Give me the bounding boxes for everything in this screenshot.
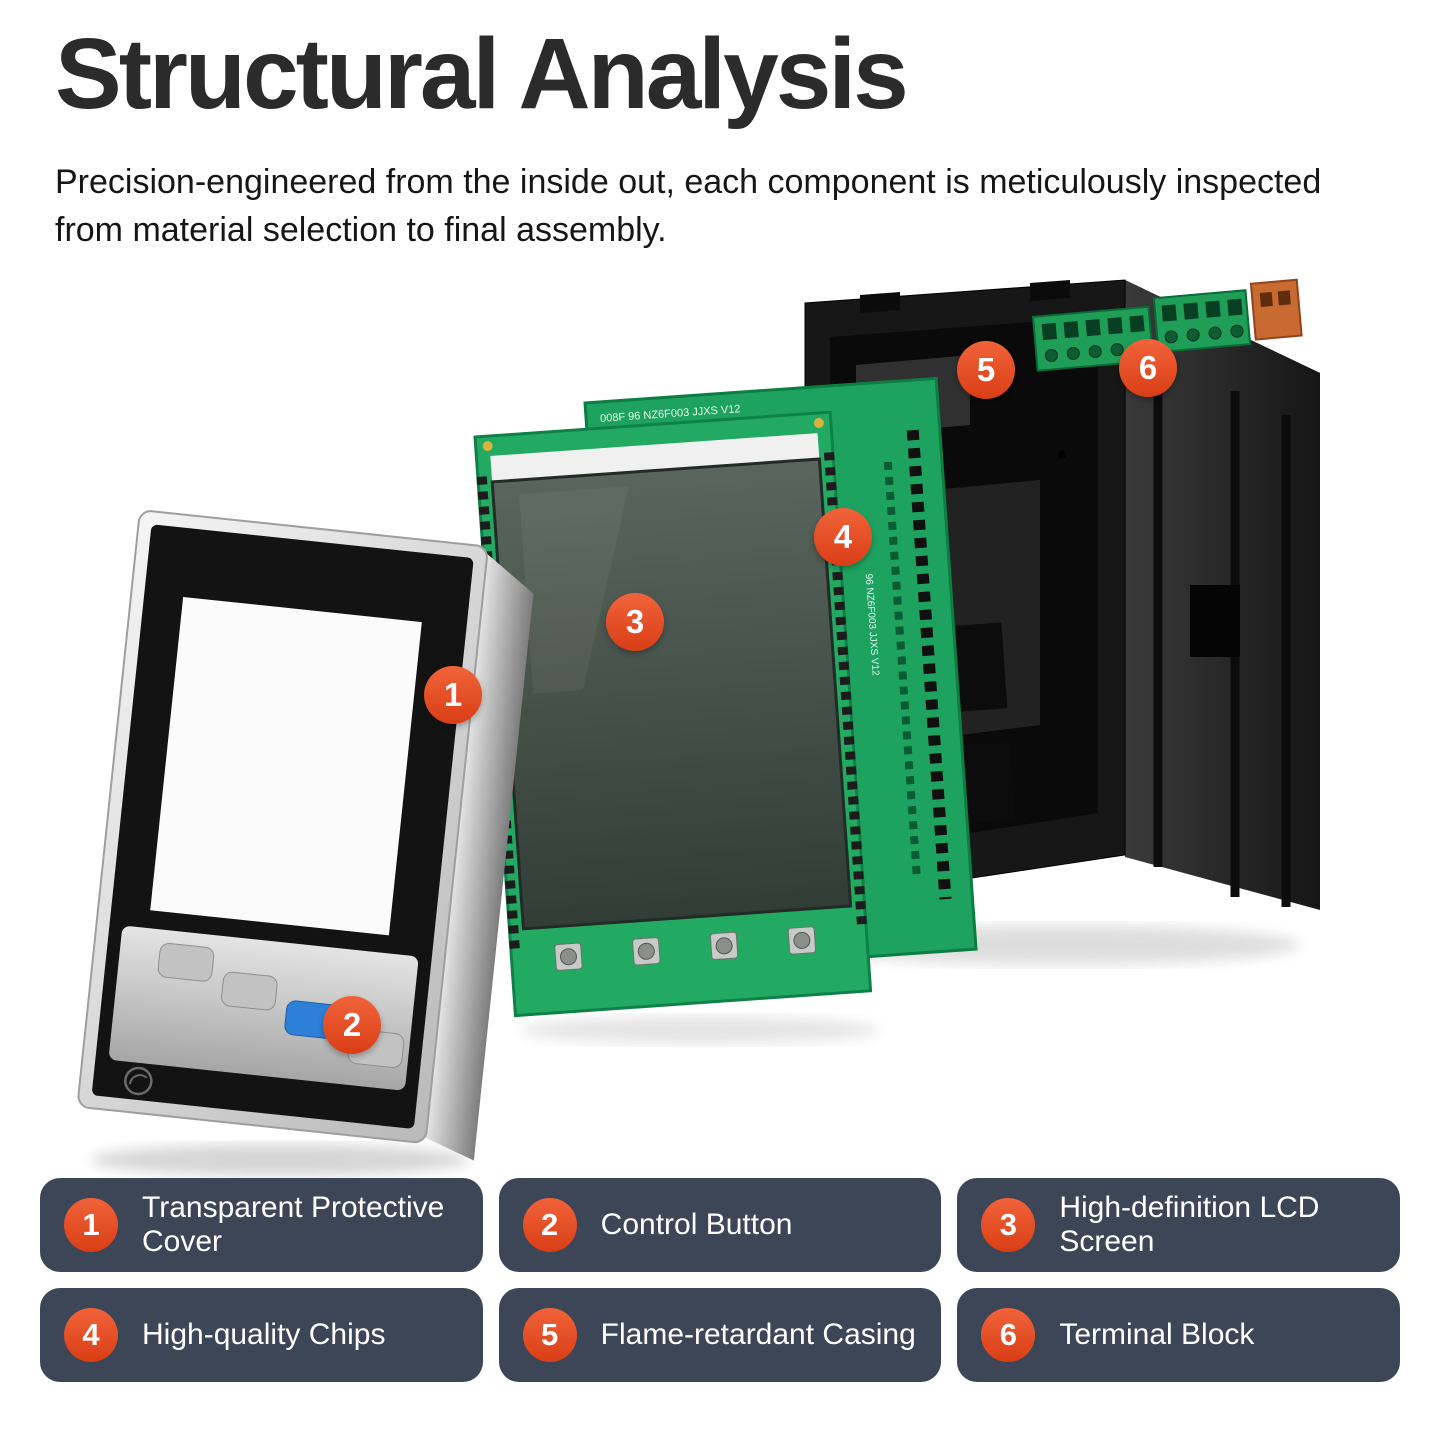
legend-item-2: 2 Control Button [498,1178,942,1272]
exploded-view-illustration: 008F 96 NZ6F003 JJXS V12 96 NZ6F003 JJXS… [77,278,1320,1176]
page-subtitle: Precision-engineered from the inside out… [55,163,1322,250]
mounting-tab [1030,280,1070,301]
legend-number: 4 [82,1317,100,1352]
control-button[interactable] [221,971,278,1011]
legend-item-3: 3 High-definition LCD Screen [957,1178,1400,1272]
callout-badge-3: 3 [606,593,664,651]
callout-badge-1: 1 [424,666,482,724]
legend-number: 2 [541,1207,559,1242]
mounting-tab [860,292,900,313]
legend-number: 5 [541,1317,559,1352]
front-bezel [77,510,534,1161]
casing-vent [1190,585,1240,657]
legend-badge-1: 1 [64,1198,118,1252]
brand-logo-icon [124,1066,153,1096]
page-title: Structural Analysis [55,18,909,130]
callout-badge-6: 6 [1119,339,1177,397]
callout-badge-5: 5 [957,341,1015,399]
display-window [150,596,422,936]
tact-switch-row [554,926,817,971]
legend-item-5: 5 Flame-retardant Casing [498,1288,942,1382]
legend-badge-5: 5 [522,1308,577,1362]
terminal-orange-connector [1249,278,1303,341]
legend-label-6: Terminal Block [1059,1317,1255,1351]
pin-header-column [906,429,952,900]
lcd-board [473,410,873,1018]
callout-badge-2: 2 [323,996,381,1054]
legend-number: 3 [999,1207,1017,1242]
control-button[interactable] [157,942,215,982]
callout-number: 6 [1138,349,1158,386]
legend-badge-3: 3 [981,1198,1036,1252]
callout-number: 3 [625,603,645,640]
legend-label-1: Transparent Protective Cover [142,1190,445,1259]
callout-badge-4: 4 [814,508,872,566]
legend-item-6: 6 Terminal Block [957,1288,1400,1382]
legend-label-3: High-definition LCD Screen [1059,1190,1320,1259]
legend-badge-4: 4 [64,1308,118,1362]
shadow-bezel [90,1144,470,1176]
legend: 1 Transparent Protective Cover 2 Control… [40,1178,1400,1382]
bezel-side [424,552,534,1161]
callout-number: 5 [976,351,996,388]
legend-number: 1 [82,1207,100,1242]
legend-badge-6: 6 [981,1308,1036,1362]
legend-item-4: 4 High-quality Chips [40,1288,483,1382]
callout-number: 4 [833,518,853,555]
legend-number: 6 [999,1317,1017,1352]
shadow-boards [520,1016,880,1044]
terminal-block [1031,278,1303,372]
callout-number: 1 [443,676,463,713]
callout-number: 2 [342,1006,362,1043]
legend-badge-2: 2 [522,1198,577,1252]
legend-item-1: 1 Transparent Protective Cover [40,1178,483,1272]
legend-label-4: High-quality Chips [142,1317,386,1351]
lcd-reflector-strip [490,433,820,482]
legend-label-2: Control Button [600,1207,793,1241]
legend-label-5: Flame-retardant Casing [600,1317,916,1351]
